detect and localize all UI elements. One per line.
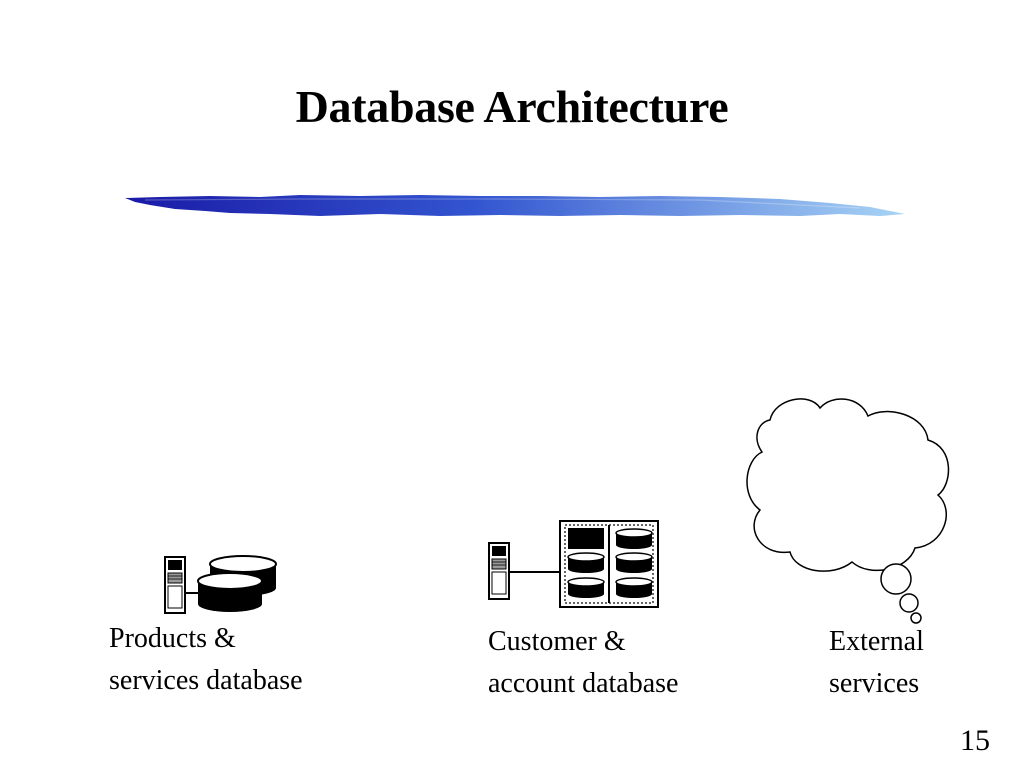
cloud-icon: [746, 398, 950, 624]
database-server-icon: [164, 555, 277, 614]
label-line: services database: [109, 665, 303, 696]
slide-title: Database Architecture: [295, 81, 729, 132]
label-line: services: [829, 668, 920, 699]
label-line: account database: [488, 668, 679, 699]
database-array-icon: [488, 520, 659, 608]
page-number: 15: [960, 724, 990, 757]
customer-account-database-label: Customer & account database: [488, 621, 678, 705]
external-services-label: External services: [829, 621, 924, 705]
label-line: Customer &: [488, 626, 626, 657]
label-line: Products &: [109, 623, 236, 654]
products-services-database-label: Products & services database: [109, 618, 303, 702]
label-line: External: [829, 626, 924, 657]
